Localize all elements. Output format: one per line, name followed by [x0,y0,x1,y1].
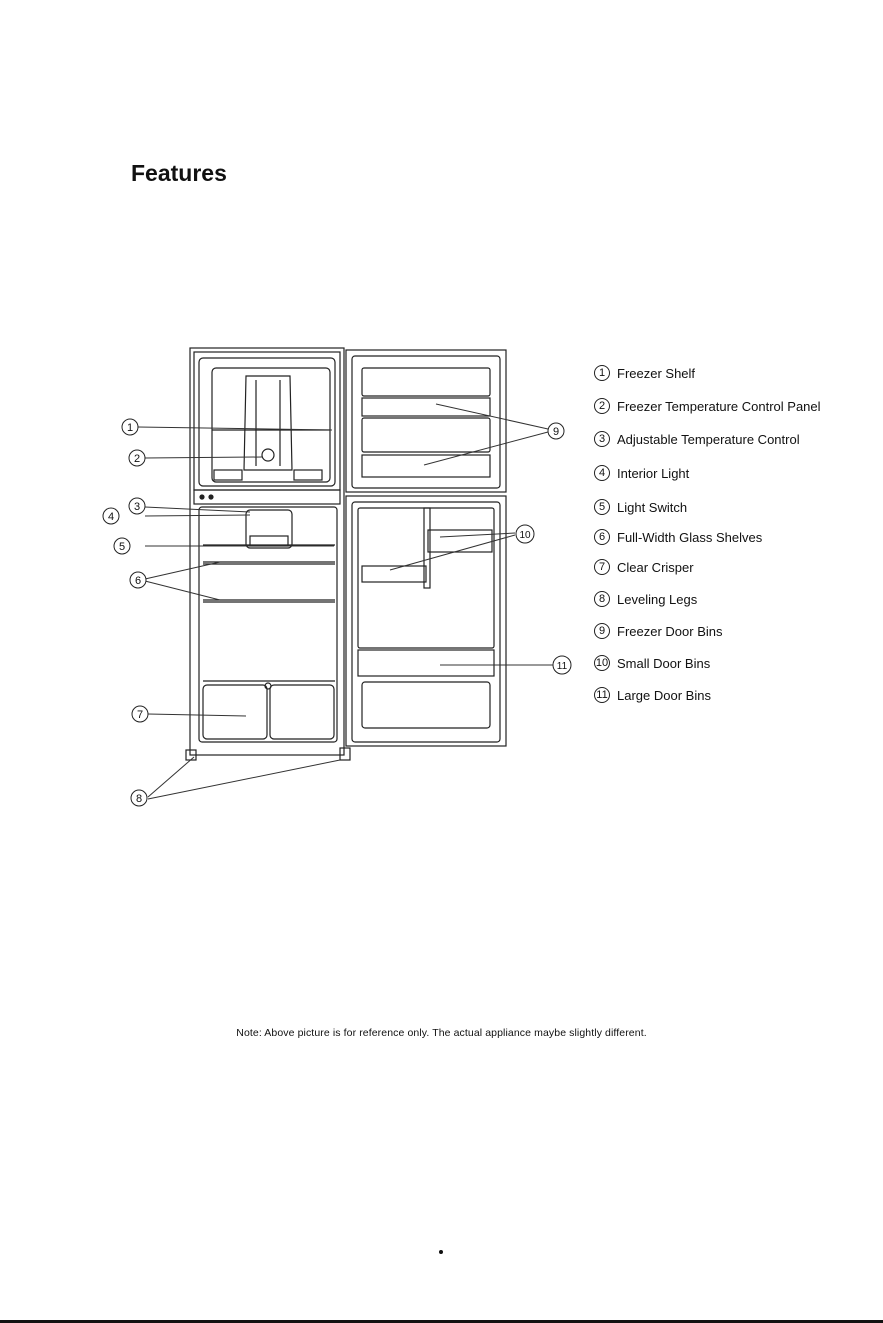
reference-note: Note: Above picture is for reference onl… [236,1027,647,1039]
legend-label: Leveling Legs [617,591,698,607]
page-title: Features [131,160,227,186]
bottom-rule [0,1320,883,1323]
legend-label: Full-Width Glass Shelves [617,529,763,545]
callout-11: 11 [557,661,568,672]
legend-item: 6 Full-Width Glass Shelves [594,526,762,548]
callout-7: 7 [137,709,143,721]
legend-number: 1 [594,365,610,381]
legend-item: 8 Leveling Legs [594,588,697,610]
legend-number: 10 [594,655,610,671]
legend-item: 10 Small Door Bins [594,652,710,674]
callout-9: 9 [553,426,559,438]
legend-item: 4 Interior Light [594,462,689,484]
legend-label: Freezer Shelf [617,365,696,381]
legend-label: Adjustable Temperature Control [617,431,800,447]
legend-item: 1 Freezer Shelf [594,362,695,384]
legend-number: 6 [594,529,610,545]
callout-3: 3 [134,501,140,513]
legend-number: 3 [594,431,610,447]
legend-item: 5 Light Switch [594,496,687,518]
legend-item: 7 Clear Crisper [594,556,694,578]
legend-number: 5 [594,499,610,515]
legend-item: 2 Freezer Temperature Control Panel [594,395,821,417]
callout-10: 10 [519,530,531,541]
callout-6: 6 [135,575,141,587]
legend-label: Large Door Bins [617,687,711,703]
legend-label: Interior Light [617,465,690,481]
legend-label: Freezer Door Bins [617,623,723,639]
legend-label: Small Door Bins [617,655,711,671]
legend-number: 8 [594,591,610,607]
legend-item: 3 Adjustable Temperature Control [594,428,800,450]
callout-8: 8 [136,793,142,805]
callout-4: 4 [108,511,114,523]
legend-number: 2 [594,398,610,414]
callout-2: 2 [134,453,140,465]
legend-number: 4 [594,465,610,481]
legend-number: 7 [594,559,610,575]
legend-label: Light Switch [617,499,688,515]
legend-label: Clear Crisper [617,559,694,575]
page-marker-dot [439,1250,443,1254]
legend-label: Freezer Temperature Control Panel [617,398,821,414]
legend-number: 11 [594,687,610,703]
callout-5: 5 [119,541,125,553]
legend-number: 9 [594,623,610,639]
callout-1: 1 [127,422,133,434]
legend-item: 9 Freezer Door Bins [594,620,722,642]
legend-item: 11 Large Door Bins [594,684,711,706]
